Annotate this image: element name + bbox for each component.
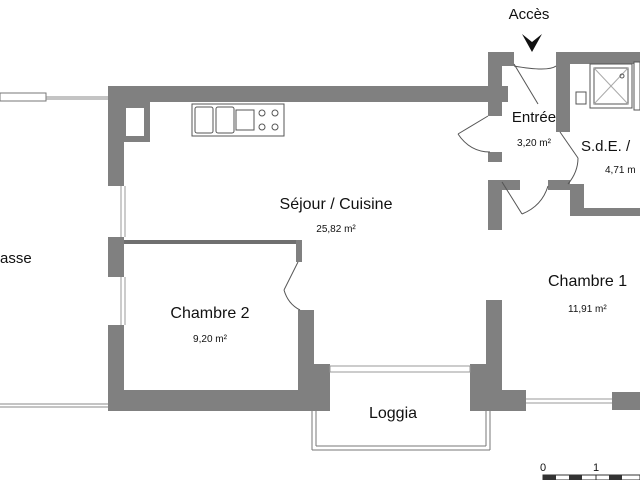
wall-entree-left [488,52,502,116]
shower-screen [633,61,640,111]
wall-top [108,86,508,102]
kitchen-counter [191,103,285,137]
wall-sde-bottom [570,208,640,216]
wall-bottom-chambre1-right [612,392,640,410]
room-area-chambre2: 9,20 m² [193,334,228,345]
shower-icon [575,61,640,111]
wall-bottom-chambre1-left [486,390,526,411]
scale-bar: 0 1 [540,462,640,480]
room-name-terrasse: rasse [0,250,32,267]
wall-chambre2-right-top [296,240,302,262]
room-area-chambre1: 11,91 m² [568,304,607,315]
wall-top-right [556,52,640,64]
wall-sde-left-lower [570,184,584,214]
wall-chambre1-top-right [548,180,570,190]
room-area-entree: 3,20 m² [517,138,552,149]
door-chambre2 [283,261,301,311]
windows [120,186,612,404]
terrace-outline [0,92,108,408]
wall-left-mid [108,237,124,277]
door-entree-sejour [457,115,491,153]
loggia-outline [311,411,491,451]
room-name-chambre2: Chambre 2 [170,305,249,322]
tap-icon [575,91,587,105]
wall-chambre1-top [500,180,520,190]
door-entrance [513,63,557,105]
room-name-chambre1: Chambre 1 [548,273,627,290]
wall-bottom-chambre2 [108,390,308,411]
door-sde [559,131,579,185]
room-area-sejour: 25,82 m² [316,224,356,235]
room-name-loggia: Loggia [369,405,417,422]
wall-sejour-right-upper [488,180,502,230]
wall-loggia-left [308,364,330,411]
wall-chambre2-top [124,240,300,244]
wall-sejour-right-lower [486,300,502,392]
wall-sde-left [556,52,570,132]
drainer [235,109,255,131]
wall-entree-stub [488,152,502,162]
room-name-entree: Entrée [512,109,556,126]
walls [108,52,640,411]
wall-entree-top [500,52,514,66]
entrance-arrow-icon [522,34,542,52]
room-area-sde: 4,71 m [605,165,636,176]
sink-left [194,106,214,134]
duct-void [126,108,144,136]
scale-end-label: 1 [593,462,599,474]
room-name-sejour: Séjour / Cuisine [280,196,393,213]
scale-start-label: 0 [540,462,546,474]
sink-right [215,106,235,134]
doors [283,63,579,311]
door-chambre1 [501,181,549,215]
room-name-sde: S.d.E. / [581,138,631,155]
hob-icon [258,109,279,131]
wall-left-lower [108,325,124,411]
entrance-label: Accès [509,6,550,23]
